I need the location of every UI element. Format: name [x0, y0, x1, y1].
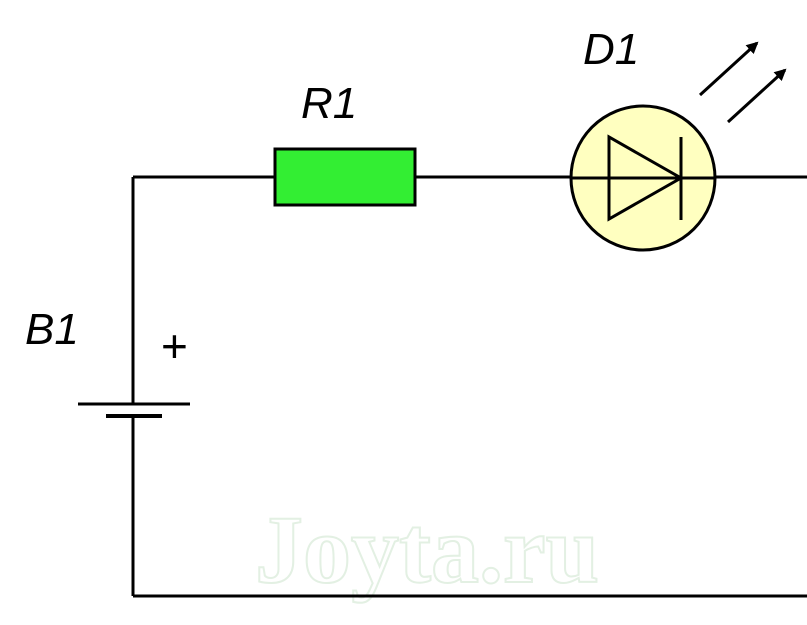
- watermark-text: Joyta.ru: [255, 496, 599, 603]
- wires: [131, 175, 807, 598]
- battery-label: B1: [25, 305, 79, 354]
- resistor-r1: R1: [273, 79, 417, 207]
- battery-b1: + B1: [25, 305, 190, 418]
- diode-label: D1: [583, 25, 639, 74]
- battery-polarity-plus: +: [161, 320, 188, 372]
- led-d1: D1: [569, 25, 787, 252]
- light-arrow-icon: [698, 41, 759, 97]
- diode-triangle: [607, 134, 685, 222]
- resistor-body: [273, 147, 417, 207]
- resistor-label: R1: [301, 79, 357, 128]
- light-arrow-icon: [726, 68, 787, 124]
